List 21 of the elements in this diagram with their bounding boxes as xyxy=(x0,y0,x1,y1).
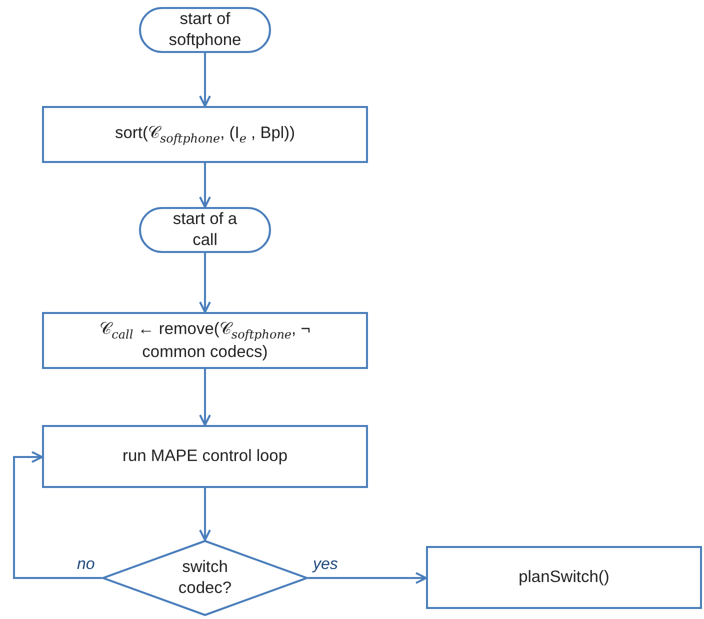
arrow xyxy=(13,451,102,579)
arrow xyxy=(308,572,427,584)
node-label: start of softphone xyxy=(168,9,242,51)
terminal-box xyxy=(139,207,271,253)
terminal-box xyxy=(139,7,271,53)
process-box xyxy=(42,106,368,163)
node-label: start of a call xyxy=(172,209,238,251)
node-label: sort(𝒞$_{softphone}$, (I$_{e}$ , Bpl)) xyxy=(114,122,296,146)
arrow xyxy=(199,488,211,541)
arrow xyxy=(199,53,211,107)
node-label: switch codec? xyxy=(177,557,233,599)
arrow xyxy=(199,253,211,313)
arrow xyxy=(199,369,211,426)
process-box xyxy=(42,425,368,488)
node-label: planSwitch() xyxy=(518,567,610,588)
process-box xyxy=(42,312,368,369)
node-label: run MAPE control loop xyxy=(122,446,288,467)
process-box xyxy=(426,546,702,609)
arrow xyxy=(199,163,211,208)
node-label: 𝒞$_{call}$ ← remove(𝒞$_{softphone}$, ¬ common codecs) xyxy=(98,318,312,362)
decision-diamond xyxy=(102,540,308,616)
